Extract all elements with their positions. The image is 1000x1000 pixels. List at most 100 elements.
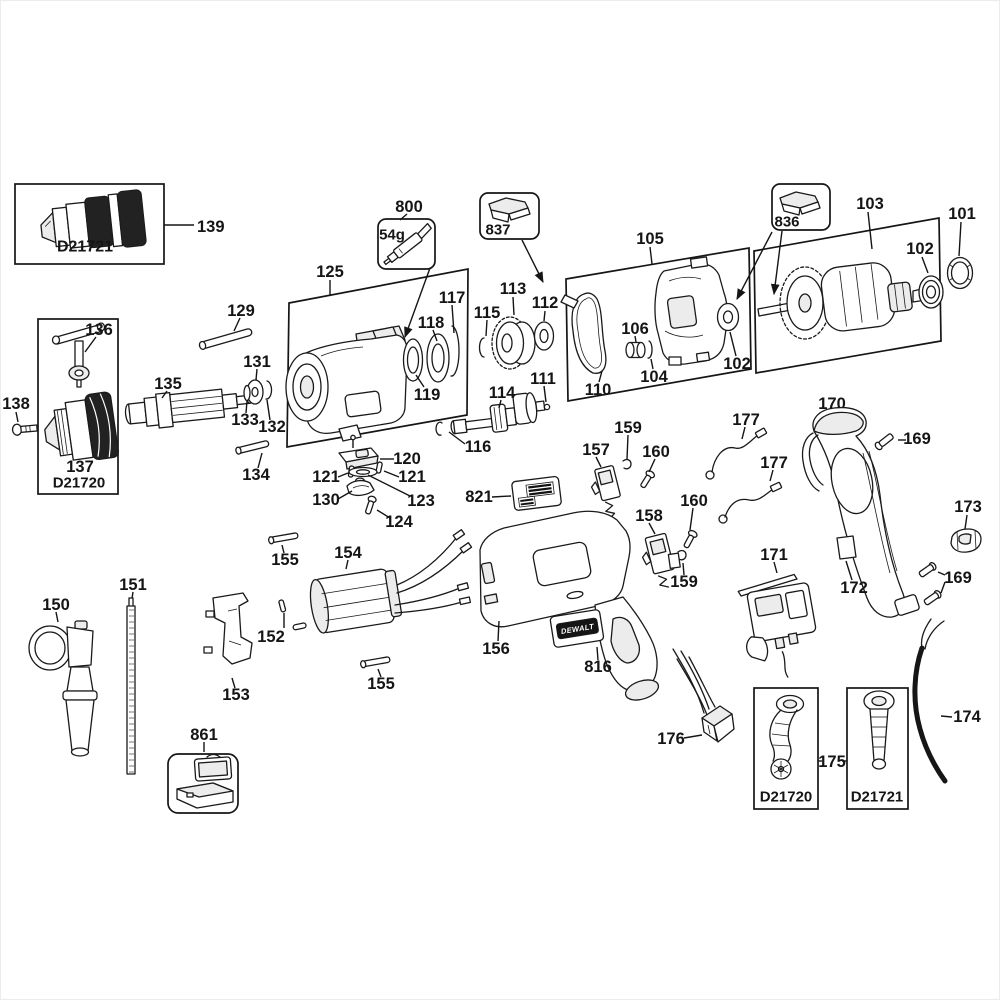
pin-121-right: [375, 461, 383, 474]
cordset-176: [672, 648, 735, 743]
callout-152: 152: [257, 628, 285, 646]
bracket-836-icon: [779, 191, 821, 216]
callout-105: 105: [636, 230, 664, 248]
sleeve-101: [946, 256, 974, 290]
pin-155-bottom: [360, 656, 391, 669]
callout-155-bottom: 155: [367, 675, 395, 693]
callout-136: 136: [85, 321, 113, 339]
handle-housing-170: [801, 406, 920, 618]
kit-box-836: [771, 183, 831, 231]
gear-113: [491, 316, 536, 370]
circlip-132: [265, 380, 273, 400]
callout-821: 821: [465, 488, 493, 506]
kit-box-chuck-d21721: [14, 183, 194, 265]
callout-159-top: 159: [614, 419, 642, 437]
seal-119: [402, 338, 424, 382]
kit-box-label-d21720-bottom: D21720: [760, 789, 813, 806]
cord-clamp-173: [950, 528, 982, 553]
screw-169-bottom-2: [923, 590, 942, 606]
bearing-102-left: [716, 302, 740, 332]
callout-861: 861: [190, 726, 218, 744]
callout-131: 131: [243, 353, 271, 371]
callout-102-right: 102: [906, 240, 934, 258]
callout-138: 138: [2, 395, 30, 413]
chuck-137-drawing: [44, 391, 119, 461]
callout-171: 171: [760, 546, 788, 564]
kit-box-label: D21721: [57, 239, 113, 256]
callout-101: 101: [948, 205, 976, 223]
bearing-112: [533, 321, 555, 351]
callout-116: 116: [465, 438, 492, 456]
pin-134: [235, 440, 270, 455]
callout-176: 176: [657, 730, 685, 748]
clip-159-top: [622, 458, 632, 470]
callout-102-left: 102: [723, 355, 751, 373]
callout-124: 124: [385, 513, 413, 531]
screw-124: [365, 495, 377, 515]
callout-174: 174: [953, 708, 981, 726]
callout-121-left: 121: [312, 468, 340, 486]
callout-110: 110: [585, 381, 612, 399]
brush-holder-157: [590, 465, 621, 520]
bracket-153: [203, 592, 253, 665]
callout-800: 800: [395, 198, 423, 216]
grease-tube-icon: [383, 222, 432, 266]
brush-holder-158: [641, 532, 681, 588]
callout-130: 130: [312, 491, 340, 509]
pin-152: [278, 599, 307, 631]
bracket-837-icon: [488, 197, 531, 223]
callout-125: 125: [316, 263, 344, 281]
brand-label-816: DEWALT: [549, 609, 605, 648]
callout-120: 120: [393, 450, 421, 468]
callout-134: 134: [242, 466, 270, 484]
circlip-117: [450, 325, 460, 377]
motor-end-frame-drawing: [654, 256, 729, 366]
clip-116: [435, 421, 443, 436]
stator-154: [309, 529, 473, 634]
armature-drawing: [757, 262, 927, 340]
callout-123: 123: [407, 492, 435, 510]
callout-159-bottom: 159: [670, 573, 698, 591]
callout-121-right: 121: [398, 468, 426, 486]
intermediate-shaft-114: [450, 392, 546, 435]
clip-159-bottom: [677, 549, 687, 561]
callout-150: 150: [42, 596, 70, 614]
callout-104: 104: [640, 368, 668, 386]
gearbox-housing-drawing: [285, 325, 408, 442]
callout-157: 157: [582, 441, 610, 459]
side-handle-150: [28, 620, 98, 757]
callout-173: 173: [954, 498, 982, 516]
kit-box-label-d21720: D21720: [53, 475, 106, 492]
gasket-110: [560, 292, 607, 374]
callout-837: 837: [485, 222, 510, 239]
selector-120: [338, 434, 379, 470]
power-cord-174: [912, 618, 948, 784]
callout-103: 103: [856, 195, 884, 213]
callout-119: 119: [414, 386, 441, 404]
rating-label-821: [511, 475, 562, 511]
plate-123: [348, 466, 378, 478]
depth-rod-151: [126, 597, 136, 775]
bushing-106: [625, 341, 646, 359]
callout-139: 139: [197, 218, 225, 236]
callout-169-bottom: 169: [944, 569, 972, 587]
cam-130: [346, 477, 375, 497]
callout-158: 158: [635, 507, 663, 525]
callout-177-top: 177: [732, 411, 760, 429]
grease-qty-label: 54g: [379, 227, 405, 244]
callout-135: 135: [154, 375, 182, 393]
callout-175: 175: [818, 753, 846, 771]
callout-169-top: 169: [903, 430, 931, 448]
screw-169-top: [874, 433, 894, 451]
kitbox-icon: [176, 753, 234, 809]
cord-protector-bent-icon: [769, 694, 805, 780]
bearing-131: [246, 379, 264, 405]
callout-156: 156: [482, 640, 510, 658]
kit-box-chuck-d21720: [37, 318, 119, 495]
callout-112: 112: [532, 294, 559, 312]
washer-133: [243, 384, 251, 402]
callout-836: 836: [774, 214, 799, 231]
callout-172: 172: [840, 579, 868, 597]
callout-106: 106: [621, 320, 649, 338]
